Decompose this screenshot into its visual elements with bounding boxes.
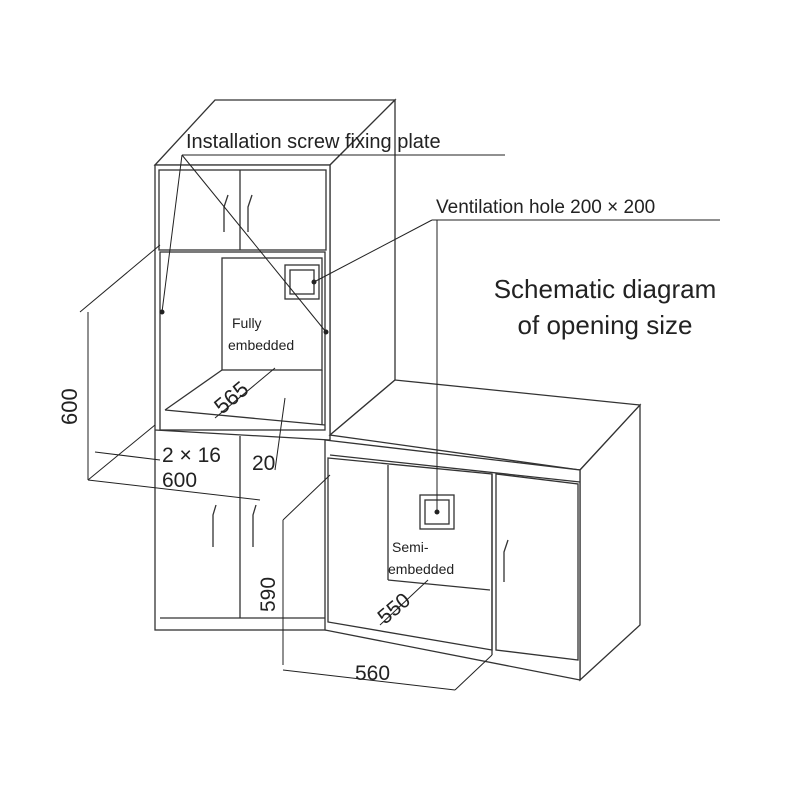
tall-cabinet (153, 98, 397, 631)
leader-lines (159, 154, 720, 515)
dimension-lines (79, 244, 493, 691)
dim-2x16: 2 × 16 (162, 444, 221, 467)
dim-560: 560 (355, 662, 390, 685)
semi-label-2: embedded (388, 561, 454, 577)
fully-label-1: Fully (232, 315, 262, 331)
base-cabinet (324, 379, 642, 682)
dim-600-width: 600 (162, 469, 197, 492)
screw-plate-label: Installation screw fixing plate (186, 131, 441, 153)
title-line2: of opening size (518, 310, 693, 340)
fully-label-2: embedded (228, 337, 294, 353)
dim-600-height: 600 (57, 388, 82, 425)
title-line1: Schematic diagram (494, 274, 717, 304)
vent-hole-label: Ventilation hole 200 × 200 (436, 197, 655, 218)
semi-label-1: Semi- (392, 539, 429, 555)
dim-20: 20 (252, 452, 275, 475)
dim-590: 590 (257, 577, 280, 612)
